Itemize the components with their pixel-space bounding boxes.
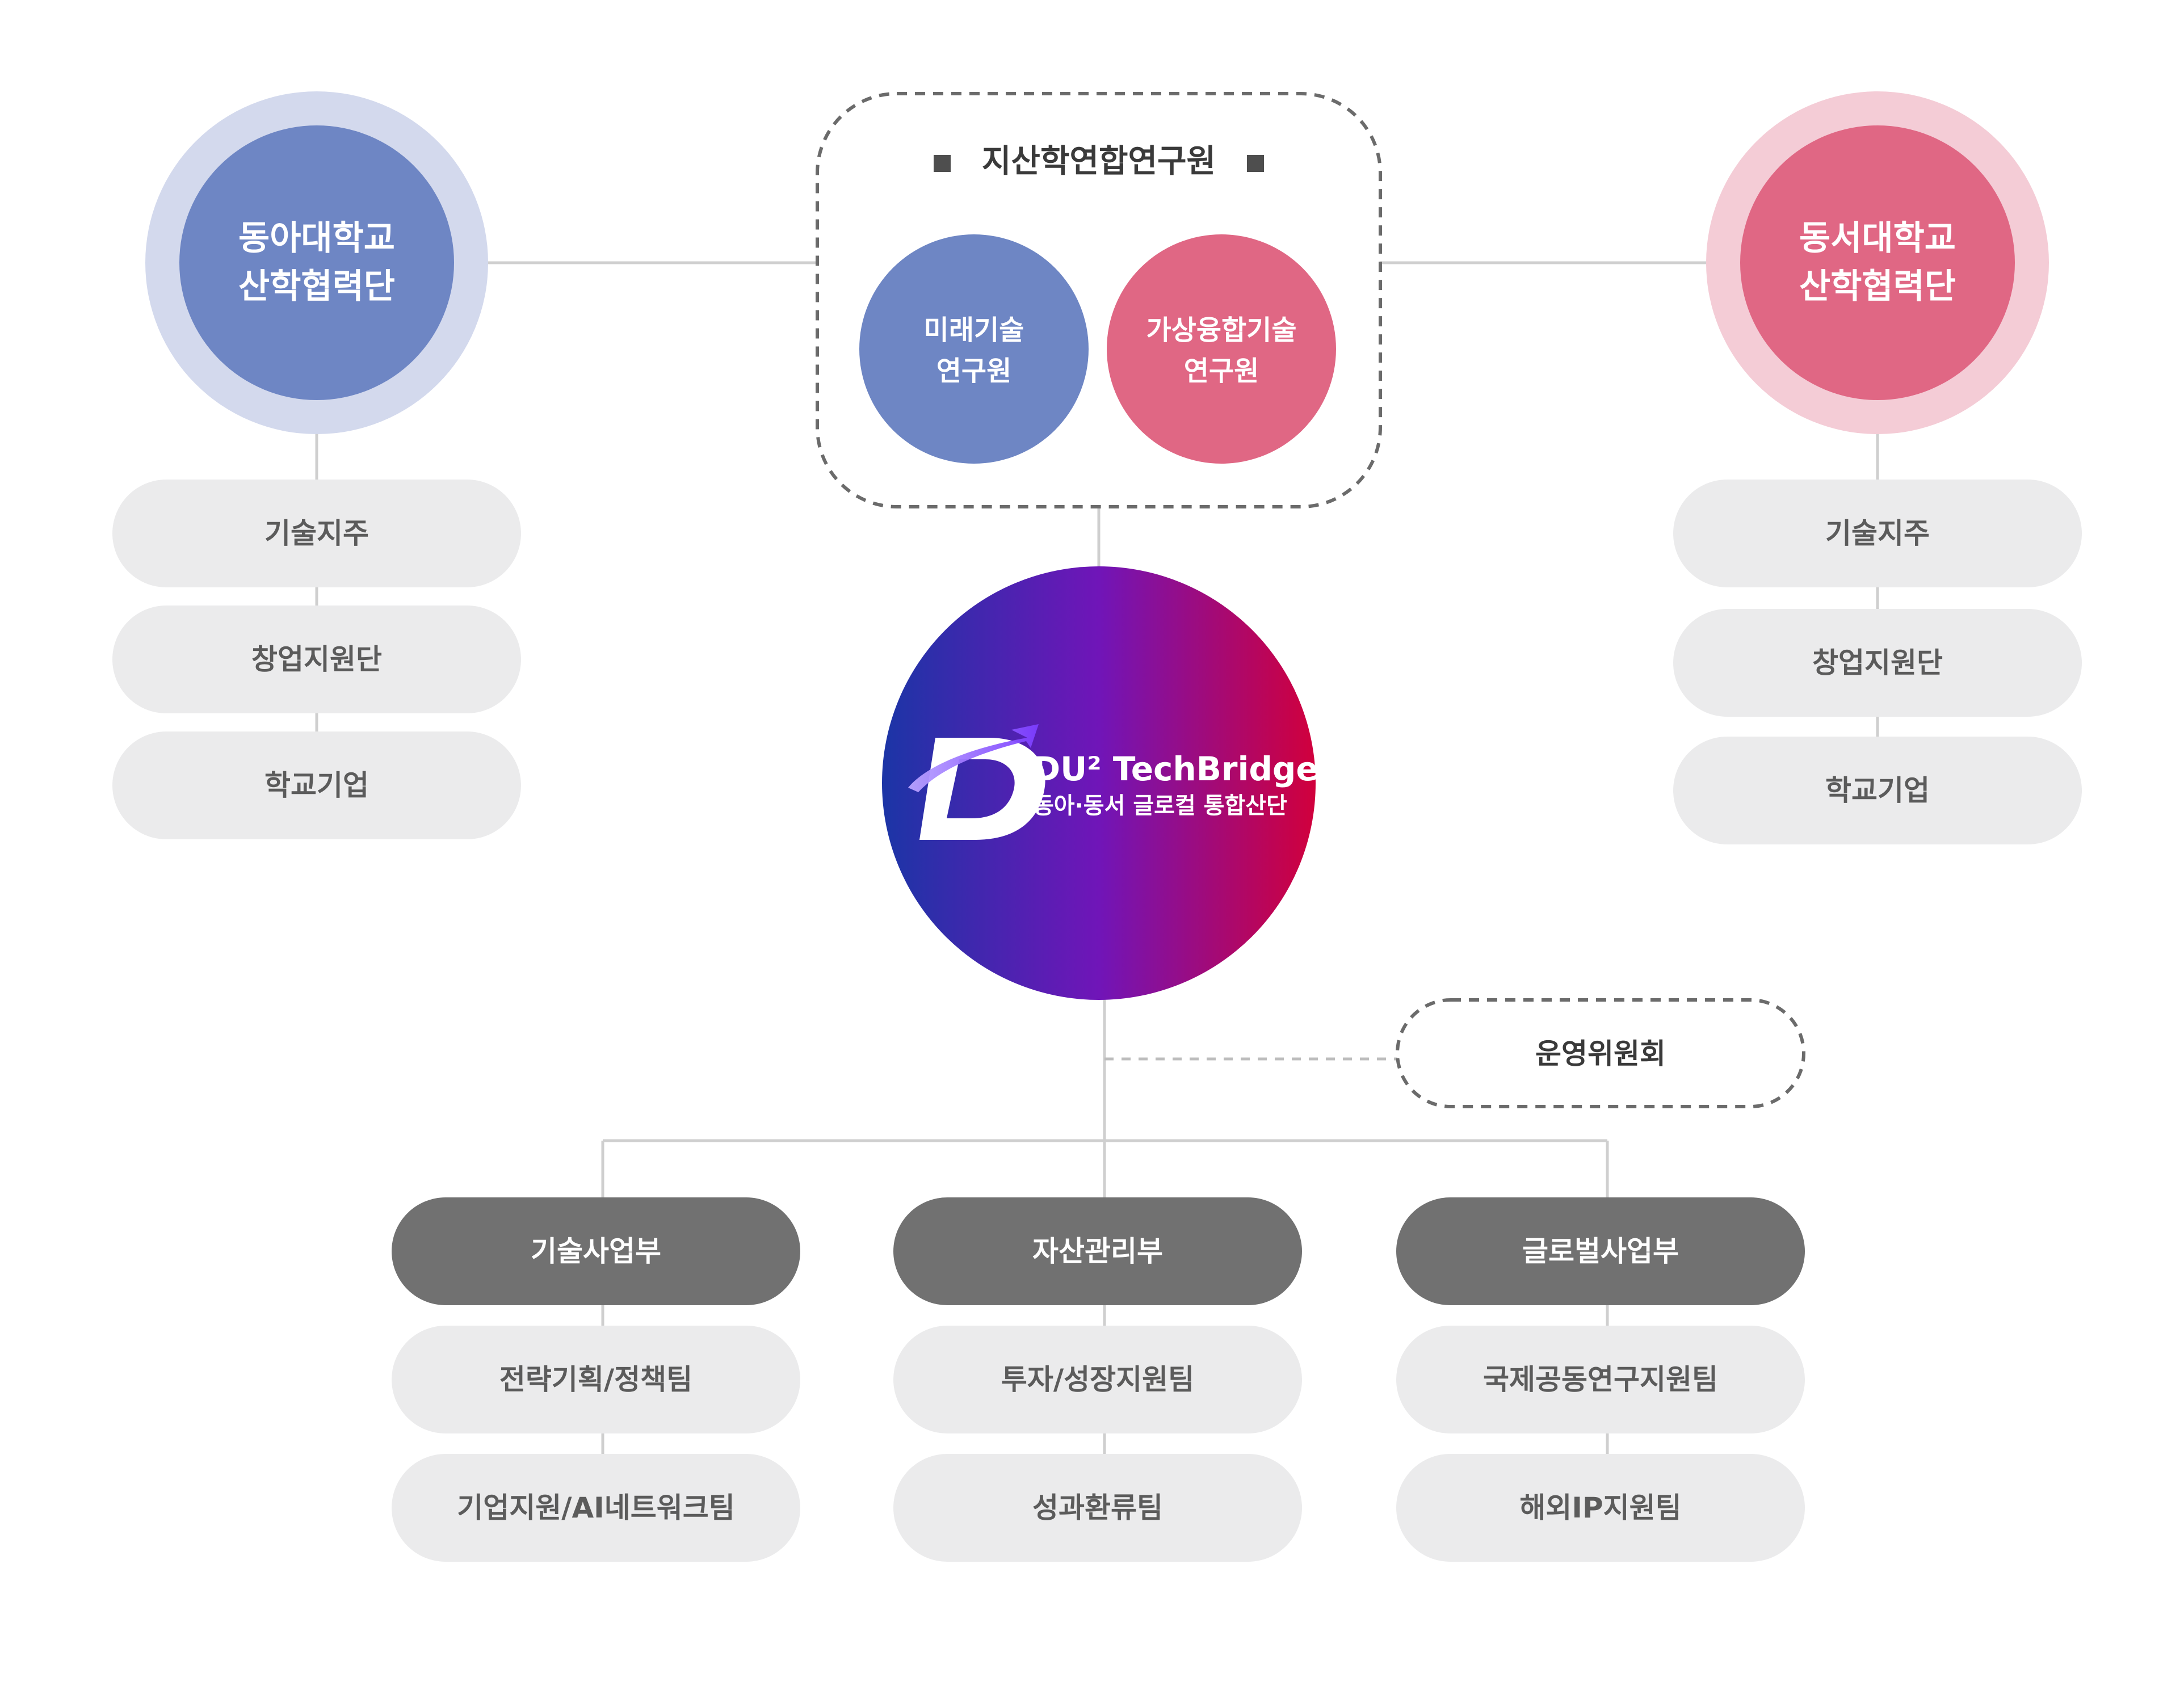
department-pill-2 — [893, 1197, 1302, 1305]
center-logo-subtitle: 동아·동서 글로컬 통합산단 — [1033, 793, 1287, 819]
team-label-1-1: 전략기획/정책팀 — [499, 1363, 692, 1396]
virtual-convergence-institute-line1: 가상융합기술 — [1146, 314, 1297, 346]
left-item-pill-1 — [112, 480, 521, 587]
left-item-label-2: 창업지원단 — [251, 643, 382, 676]
future-tech-institute-circle — [859, 234, 1089, 464]
right-university-line1: 동서대학교 — [1799, 218, 1956, 258]
center-logo-title: DU² TechBridge — [1033, 750, 1318, 788]
institute-title-left-square — [934, 155, 951, 172]
institute-title-right-square — [1247, 155, 1264, 172]
team-label-3-2: 해외IP지원팀 — [1519, 1491, 1681, 1524]
left-university-line2: 산학협력단 — [238, 267, 395, 306]
team-pill-2-2 — [893, 1454, 1302, 1562]
department-label-2: 자산관리부 — [1032, 1235, 1163, 1268]
team-label-2-1: 투자/성장지원팀 — [1001, 1363, 1194, 1396]
right-item-pill-2 — [1673, 609, 2082, 717]
right-item-pill-3 — [1673, 737, 2082, 844]
center-group: DU² TechBridge 동아·동서 글로컬 통합산단 — [882, 566, 1318, 1000]
team-pill-1-2 — [392, 1454, 800, 1562]
department-label-3: 글로벌사업부 — [1522, 1235, 1679, 1268]
left-item-label-1: 기술지주 — [264, 517, 369, 550]
right-university-circle — [1740, 125, 2015, 400]
team-label-3-1: 국제공동연구지원팀 — [1483, 1363, 1718, 1396]
department-col-1: 기술사업부 전략기획/정책팀 기업지원/AI네트워크팀 — [392, 1197, 800, 1562]
left-university-circle — [179, 125, 454, 400]
team-pill-2-1 — [893, 1326, 1302, 1433]
department-col-2: 자산관리부 투자/성장지원팀 성과환류팀 — [893, 1197, 1302, 1562]
future-tech-institute-line1: 미래기술 — [924, 314, 1024, 346]
committee-label: 운영위원회 — [1535, 1037, 1666, 1070]
center-gradient-circle — [882, 566, 1316, 1000]
right-item-pill-1 — [1673, 480, 2082, 587]
left-item-pill-3 — [112, 731, 521, 839]
virtual-convergence-institute-line2: 연구원 — [1184, 355, 1259, 387]
future-tech-institute-line2: 연구원 — [936, 355, 1011, 387]
techbridge-logo-icon — [908, 724, 1045, 840]
left-university-group: 동아대학교 산학협력단 기술지주 창업지원단 학교기업 — [112, 91, 521, 839]
right-item-label-2: 창업지원단 — [1812, 646, 1943, 679]
department-label-1: 기술사업부 — [531, 1235, 661, 1268]
team-label-2-2: 성과환류팀 — [1032, 1491, 1163, 1524]
left-university-line1: 동아대학교 — [238, 218, 395, 258]
institute-title: 지산학연합연구원 — [982, 143, 1216, 180]
right-item-label-1: 기술지주 — [1825, 517, 1930, 550]
team-pill-3-1 — [1396, 1326, 1805, 1433]
department-pill-3 — [1396, 1197, 1805, 1305]
department-col-3: 글로벌사업부 국제공동연구지원팀 해외IP지원팀 — [1396, 1197, 1805, 1562]
right-university-line2: 산학협력단 — [1799, 267, 1956, 306]
left-item-label-3: 학교기업 — [264, 769, 369, 802]
committee-dashed-pill — [1396, 998, 1805, 1108]
team-pill-3-2 — [1396, 1454, 1805, 1562]
team-pill-1-1 — [392, 1326, 800, 1433]
committee-group: 운영위원회 — [1396, 998, 1805, 1108]
team-label-1-2: 기업지원/AI네트워크팀 — [457, 1491, 735, 1524]
department-pill-1 — [392, 1197, 800, 1305]
virtual-convergence-institute-circle — [1107, 234, 1336, 464]
right-item-label-3: 학교기업 — [1825, 774, 1930, 807]
right-university-group: 동서대학교 산학협력단 기술지주 창업지원단 학교기업 — [1673, 91, 2082, 844]
institute-group: 지산학연합연구원 미래기술 연구원 가상융합기술 연구원 — [816, 92, 1382, 508]
left-item-pill-2 — [112, 606, 521, 713]
